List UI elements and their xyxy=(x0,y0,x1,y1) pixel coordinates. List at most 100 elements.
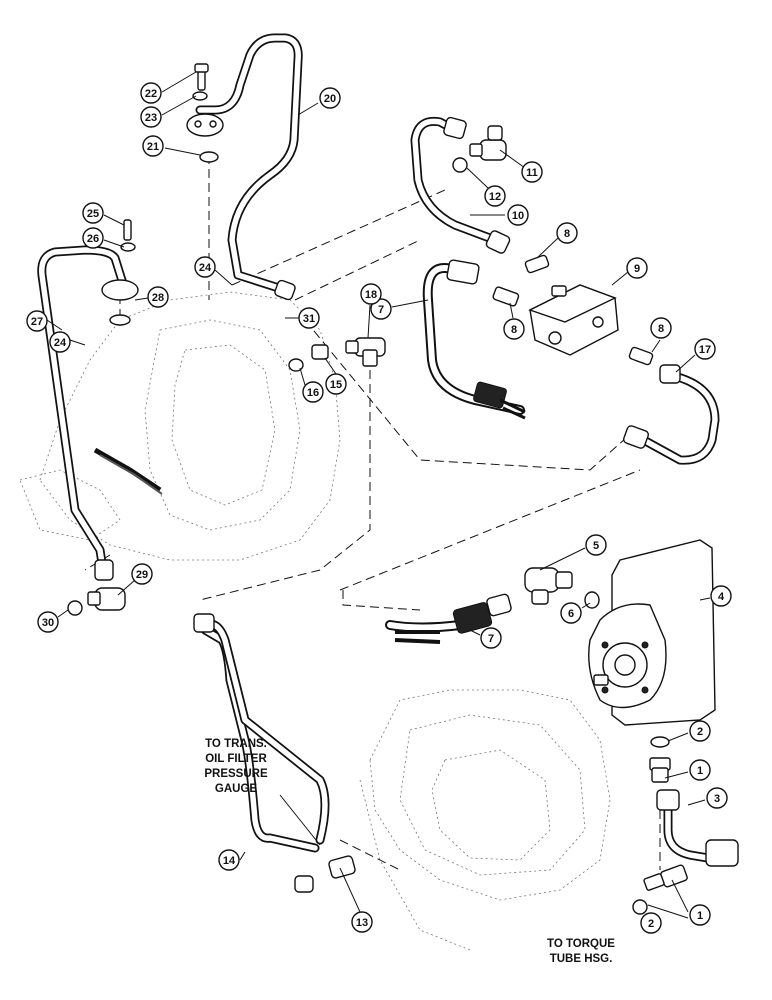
seal-2-upper xyxy=(650,736,670,748)
svg-text:2: 2 xyxy=(648,918,654,930)
svg-text:18: 18 xyxy=(365,289,377,301)
callout-21: 21 xyxy=(142,135,164,157)
note-torque-tube: TO TORQUE TUBE HSG. xyxy=(547,938,615,965)
svg-text:10: 10 xyxy=(512,210,524,222)
callout-22: 22 xyxy=(140,82,162,104)
callout-10: 10 xyxy=(507,204,529,226)
svg-text:17: 17 xyxy=(699,344,711,356)
callout-4: 4 xyxy=(710,585,732,607)
callout-14: 14 xyxy=(218,849,240,871)
leader-lines xyxy=(46,71,711,919)
svg-text:11: 11 xyxy=(526,167,538,179)
svg-text:12: 12 xyxy=(489,191,501,203)
callout-24-upper: 24 xyxy=(194,256,216,278)
elbow-fitting-29 xyxy=(67,587,126,616)
callout-2-upper: 2 xyxy=(689,720,711,742)
svg-text:6: 6 xyxy=(568,608,574,620)
svg-text:8: 8 xyxy=(658,323,664,335)
callout-9: 9 xyxy=(626,257,648,279)
pump-assembly-4 xyxy=(588,539,716,726)
connector-1-lower xyxy=(643,864,688,891)
callout-8-b: 8 xyxy=(503,318,525,340)
note-torque-tube-line-2: TUBE HSG. xyxy=(550,953,613,965)
assembly-dashed-lines xyxy=(84,155,661,871)
callout-12: 12 xyxy=(484,185,506,207)
svg-text:9: 9 xyxy=(634,263,640,275)
hose-7-lower xyxy=(385,593,512,644)
elbow-fitting-5 xyxy=(524,567,573,605)
svg-text:28: 28 xyxy=(152,292,164,304)
svg-text:16: 16 xyxy=(307,387,319,399)
svg-text:7: 7 xyxy=(378,304,384,316)
callout-30: 30 xyxy=(37,611,59,633)
adapter-fitting-8-a xyxy=(524,254,550,274)
transmission-case-outline xyxy=(359,689,611,951)
svg-text:3: 3 xyxy=(714,793,720,805)
callout-20: 20 xyxy=(319,87,341,109)
svg-text:7: 7 xyxy=(488,633,494,645)
svg-text:22: 22 xyxy=(145,88,157,100)
callout-7-upper: 7 xyxy=(370,298,392,320)
adapter-fitting-8-b xyxy=(492,286,520,307)
note-filter-gauge-line-4: GAUGE xyxy=(215,783,258,795)
svg-text:15: 15 xyxy=(330,379,342,391)
plug-15 xyxy=(311,344,329,360)
callout-1-lower: 1 xyxy=(689,904,711,926)
callout-31: 31 xyxy=(298,307,320,329)
svg-text:30: 30 xyxy=(42,617,54,629)
svg-text:31: 31 xyxy=(303,313,315,325)
svg-text:2: 2 xyxy=(697,726,703,738)
callout-7-lower: 7 xyxy=(480,627,502,649)
hose-7-upper xyxy=(422,259,526,420)
seal-2-lower xyxy=(632,899,648,915)
callout-27: 27 xyxy=(26,310,48,332)
svg-text:27: 27 xyxy=(31,316,43,328)
svg-text:20: 20 xyxy=(324,93,336,105)
svg-text:8: 8 xyxy=(564,228,570,240)
callout-15: 15 xyxy=(325,373,347,395)
callout-28: 28 xyxy=(147,286,169,308)
callout-18: 18 xyxy=(360,283,382,305)
svg-text:23: 23 xyxy=(145,112,157,124)
note-filter-gauge-line-1: TO TRANS. xyxy=(205,738,267,750)
svg-text:8: 8 xyxy=(511,324,517,336)
seal-6 xyxy=(584,591,600,609)
callout-13: 13 xyxy=(351,911,373,933)
svg-text:29: 29 xyxy=(136,569,148,581)
callout-25: 25 xyxy=(82,202,104,224)
callout-6: 6 xyxy=(560,602,582,624)
note-filter-gauge-line-3: PRESSURE xyxy=(204,768,268,780)
svg-text:26: 26 xyxy=(87,233,99,245)
callout-1-upper: 1 xyxy=(689,759,711,781)
svg-text:24: 24 xyxy=(199,262,212,274)
callout-8-c: 8 xyxy=(650,317,672,339)
transmission-housing-outline xyxy=(19,291,341,561)
callout-29: 29 xyxy=(131,563,153,585)
valve-block-9 xyxy=(528,284,619,356)
tube-27 xyxy=(37,219,139,581)
elbow-tube-3 xyxy=(656,789,739,867)
svg-text:5: 5 xyxy=(593,540,599,552)
callout-5: 5 xyxy=(585,534,607,556)
svg-text:1: 1 xyxy=(697,765,703,777)
callout-8-a: 8 xyxy=(556,222,578,244)
svg-text:13: 13 xyxy=(356,917,368,929)
svg-text:25: 25 xyxy=(87,208,99,220)
callout-16: 16 xyxy=(302,381,324,403)
tube-20 xyxy=(195,33,303,301)
tee-fitting-18 xyxy=(345,337,386,367)
svg-text:1: 1 xyxy=(697,910,703,922)
connector-1-upper xyxy=(649,757,671,783)
svg-text:4: 4 xyxy=(718,591,725,603)
callout-24-lower: 24 xyxy=(49,331,71,353)
callout-26: 26 xyxy=(82,227,104,249)
callout-11: 11 xyxy=(521,161,543,183)
seal-16 xyxy=(288,358,304,372)
elbow-fitting-11 xyxy=(452,125,507,173)
svg-text:14: 14 xyxy=(223,855,236,867)
tube-17 xyxy=(623,364,720,465)
note-filter-gauge-line-2: OIL FILTER xyxy=(205,753,267,765)
note-torque-tube-line-1: TO TORQUE xyxy=(547,938,615,950)
